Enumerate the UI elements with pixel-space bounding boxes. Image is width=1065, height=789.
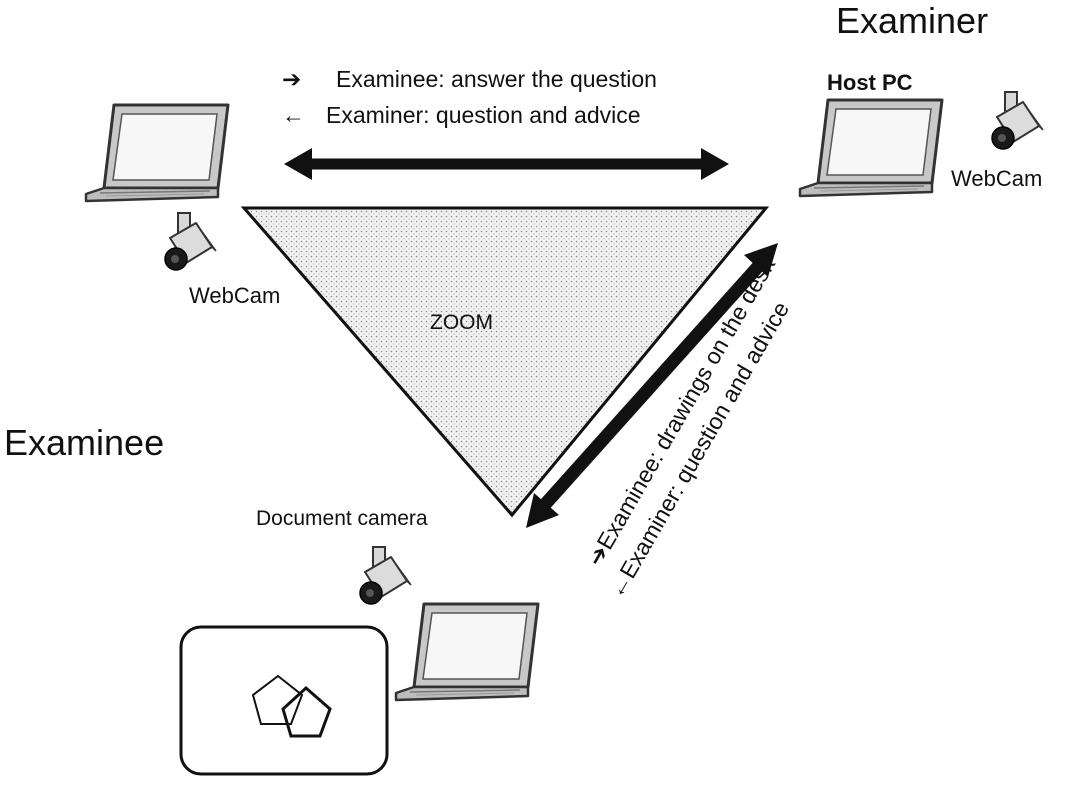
examiner-label: Examiner	[836, 0, 988, 41]
desk-drawing-box	[179, 625, 389, 776]
document-laptop-icon	[394, 602, 540, 702]
examinee-laptop-icon	[84, 103, 230, 203]
examinee-webcam-label: WebCam	[189, 283, 280, 308]
examinee-webcam-icon	[164, 212, 217, 271]
zoom-triangle	[240, 206, 770, 518]
examiner-laptop-icon	[798, 98, 944, 198]
diagonal-double-arrow	[526, 243, 778, 528]
top-link-arrow-left: ←	[282, 102, 305, 128]
top-link-arrow-right: ➔	[282, 66, 301, 92]
document-camera-label: Document camera	[256, 507, 428, 530]
examinee-label: Examinee	[4, 422, 164, 463]
top-double-arrow	[284, 148, 729, 180]
pentagon-icon	[251, 674, 304, 725]
document-camera-icon	[359, 546, 412, 605]
top-link-line-1: Examinee: answer the question	[336, 66, 657, 92]
examiner-webcam-icon	[991, 91, 1044, 150]
examiner-webcam-label: WebCam	[951, 166, 1042, 191]
top-link-line-2: Examiner: question and advice	[326, 102, 641, 128]
zoom-label: ZOOM	[430, 311, 493, 334]
pentagon-bold-icon	[281, 685, 332, 738]
host-pc-label: Host PC	[827, 70, 913, 95]
